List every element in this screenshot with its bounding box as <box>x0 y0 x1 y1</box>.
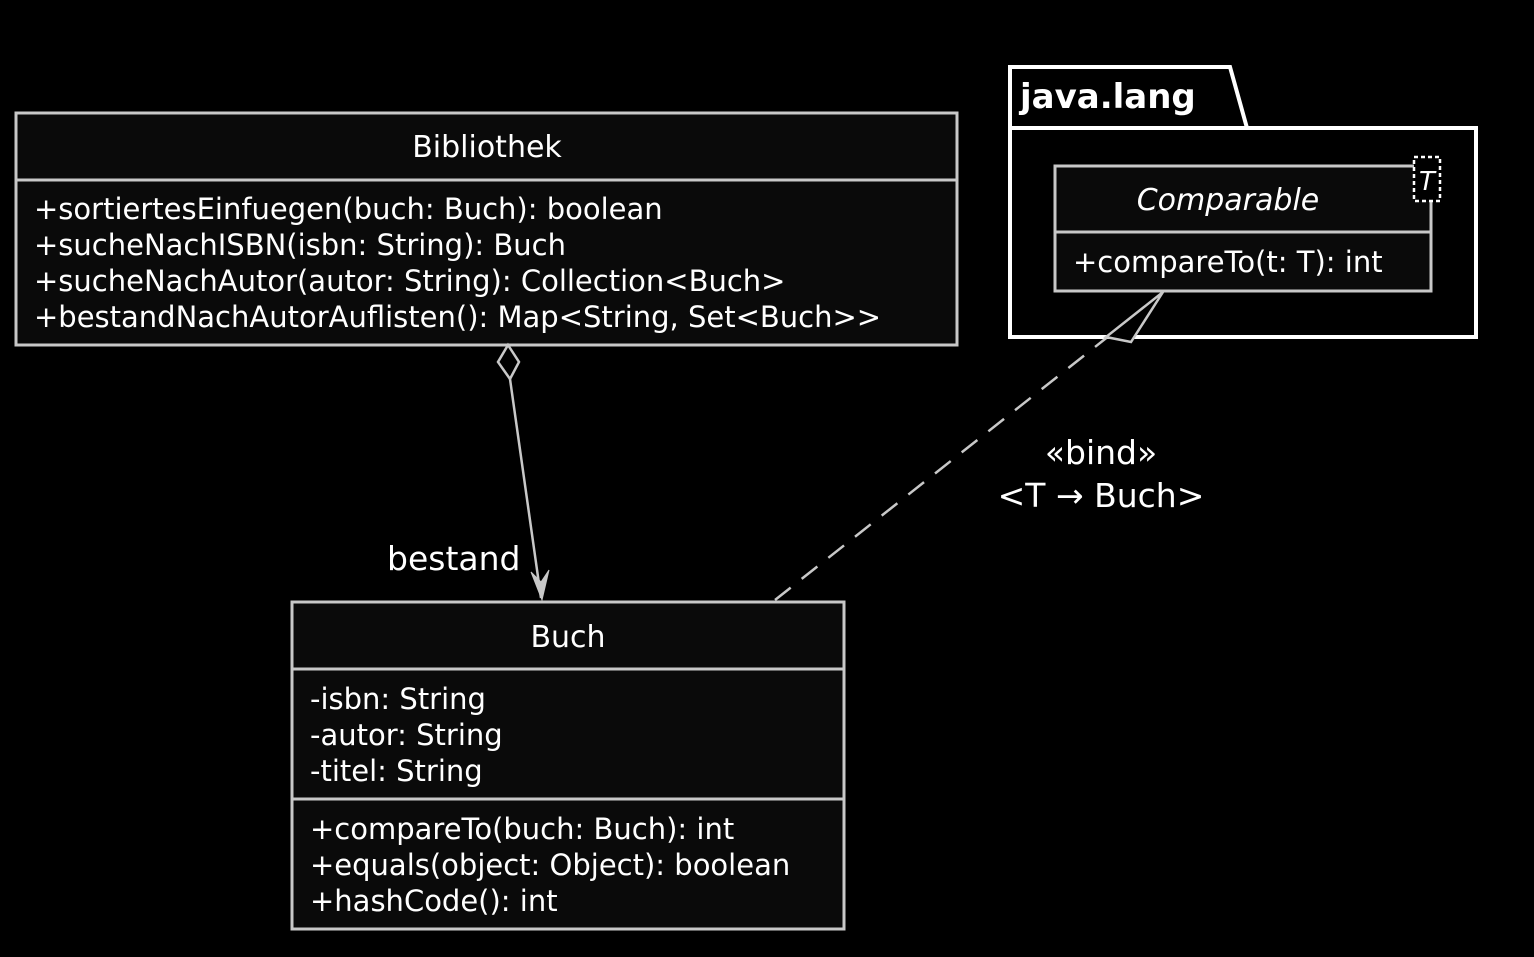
realization-relation[interactable]: «bind» <T → Buch> <box>774 291 1205 601</box>
package-tab <box>1008 65 1249 129</box>
realization-triangle <box>1103 291 1165 344</box>
aggregation-diamond <box>496 342 521 382</box>
type-parameter: T <box>1419 167 1437 197</box>
operation: +sucheNachAutor(autor: String): Collecti… <box>34 264 785 298</box>
attribute: -isbn: String <box>310 682 486 716</box>
class-buch[interactable]: Buch -isbn: String -autor: String -titel… <box>290 600 846 931</box>
operation: +compareTo(buch: Buch): int <box>310 812 734 846</box>
aggregation-role-label: bestand <box>387 539 520 578</box>
attribute: -autor: String <box>310 718 503 752</box>
package-name: java.lang <box>1018 77 1196 117</box>
binding-label: <T → Buch> <box>998 476 1205 515</box>
interface-box <box>1053 164 1433 293</box>
interface-comparable[interactable]: Comparable T +compareTo(t: T): int <box>1053 155 1442 293</box>
aggregation-line <box>508 378 543 599</box>
class-name: Buch <box>530 620 605 655</box>
operation: +sortiertesEinfuegen(buch: Buch): boolea… <box>34 192 663 226</box>
class-name: Bibliothek <box>412 130 562 165</box>
interface-operation: +compareTo(t: T): int <box>1073 245 1383 279</box>
operation: +sucheNachISBN(isbn: String): Buch <box>34 228 566 262</box>
interface-name: Comparable <box>1137 183 1320 218</box>
attribute: -titel: String <box>310 754 483 788</box>
operation: +bestandNachAutorAuflisten(): Map<String… <box>34 300 881 334</box>
class-bibliothek[interactable]: Bibliothek +sortiertesEinfuegen(buch: Bu… <box>14 111 959 347</box>
realization-line <box>774 327 1120 601</box>
class-box <box>14 111 959 347</box>
aggregation-relation[interactable]: bestand <box>387 342 550 602</box>
bind-stereotype-label: «bind» <box>1045 433 1157 472</box>
aggregation-arrowhead <box>530 569 550 602</box>
operation: +equals(object: Object): boolean <box>310 848 790 882</box>
type-parameter-box <box>1412 155 1442 203</box>
class-box <box>290 600 846 931</box>
package-java-lang[interactable]: java.lang Comparable T +compareTo(t: T):… <box>1008 65 1478 339</box>
operation: +hashCode(): int <box>310 884 558 918</box>
